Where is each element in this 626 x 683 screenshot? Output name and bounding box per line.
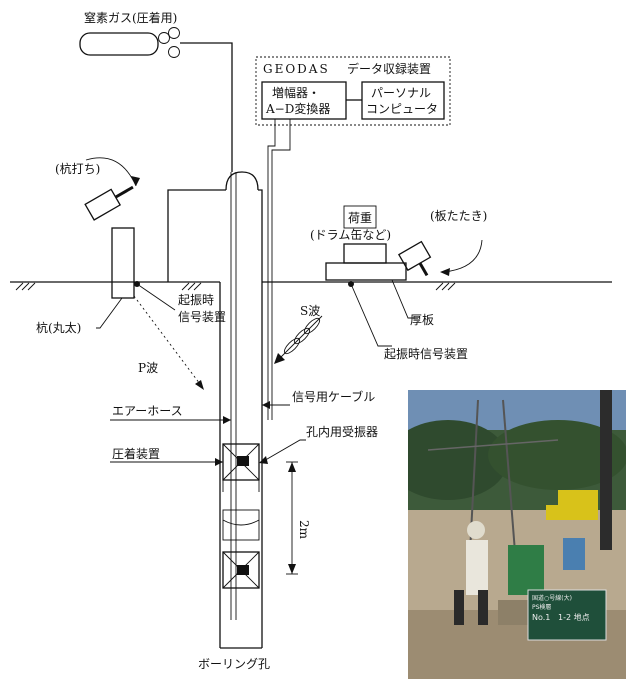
plate-hitting-label: (板たたき) [430, 209, 487, 223]
recorder-cable [267, 119, 276, 420]
nitrogen-cylinder [79, 27, 180, 58]
spacing-dimension [286, 461, 298, 575]
pc-label-1: パーソナル [371, 86, 431, 100]
plate-leader [391, 279, 418, 319]
plate-trigger-leader [350, 283, 392, 347]
air-hose-label: エアーホース [112, 404, 183, 418]
thick-plate-label: 厚板 [410, 313, 434, 327]
field-photo: 国道○号線(大) PS検層 No.1 1-2 地点 [408, 390, 626, 679]
p-wave-arrow [133, 295, 201, 385]
p-wave-arrowhead [195, 380, 204, 390]
photo-sign-line2: PS検層 [532, 603, 551, 611]
recorder-cable-2 [271, 119, 291, 420]
trigger-device-label: 起振時信号装置 [384, 347, 468, 361]
receiver-upper [222, 443, 260, 492]
data-recorder-label: データ収録装置 [347, 61, 431, 76]
pile-label: 杭(丸太) [36, 320, 81, 335]
drum-can-label: (ドラム缶など) [310, 228, 391, 242]
photo-sign-line4: 1-2 地点 [558, 612, 590, 622]
pile-swing-arrowhead [131, 176, 140, 186]
plate-swing-arrowhead [440, 268, 450, 276]
photo-sign-line3: No.1 [532, 613, 550, 622]
photo-worker [467, 521, 485, 539]
thick-plate [325, 262, 407, 281]
receiver-label: 孔内用受振器 [306, 425, 378, 439]
photo-sign [527, 589, 607, 641]
photo-sign-line1: 国道○号線(大) [532, 594, 572, 602]
pc-label-2: コンピュータ [366, 102, 438, 116]
geodas-box [255, 56, 451, 126]
borehole-label: ボーリング孔 [198, 657, 270, 671]
air-hose-arrowhead [223, 416, 231, 424]
load-label: 荷重 [348, 211, 372, 225]
signal-cable-arrowhead [262, 401, 270, 409]
geodas-label: GEODAS [263, 62, 330, 76]
pile [111, 227, 135, 299]
borehole [219, 172, 263, 649]
ground-surface [10, 281, 612, 291]
s-wave-label: S波 [300, 304, 320, 318]
spacing-label: 2m [297, 520, 311, 540]
pile-driving-label: (杭打ち) [55, 161, 100, 176]
clamp-label: 圧着装置 [112, 446, 160, 461]
trigger-cable-left [167, 189, 226, 282]
clamp-arrowhead [215, 458, 223, 466]
signal-cable-label: 信号用ケーブル [292, 389, 375, 404]
load-box [343, 205, 387, 264]
trigger-label-1: 起振時 [178, 293, 214, 307]
receiver-middle [222, 509, 260, 541]
pile-leader [96, 297, 123, 329]
pile-trigger-leader [136, 283, 176, 311]
receiver-lower [222, 551, 260, 589]
nitrogen-gas-label: 窒素ガス(圧着用) [84, 10, 177, 25]
trigger-label-2: 信号装置 [178, 310, 226, 324]
cable-bridge [225, 171, 259, 191]
plate-hammer-icon [397, 240, 432, 277]
field-photo-drawing: 国道○号線(大) PS検層 No.1 1-2 地点 [408, 390, 626, 679]
amplifier-label-1: 増幅器・ [272, 85, 320, 100]
receiver-leader [261, 439, 306, 463]
pile-hammer-icon [84, 185, 134, 221]
pile-swing-arrow [85, 157, 137, 187]
p-wave-label: P波 [138, 361, 158, 375]
plate-swing-arrow [443, 239, 483, 273]
gas-pipe [180, 42, 233, 172]
trigger-cable-mid [258, 189, 263, 282]
receiver-arrowhead [259, 456, 268, 464]
s-wave-arrow [274, 315, 323, 364]
amplifier-label-2: A−D変換器 [265, 101, 330, 116]
photo-drum [508, 545, 544, 595]
